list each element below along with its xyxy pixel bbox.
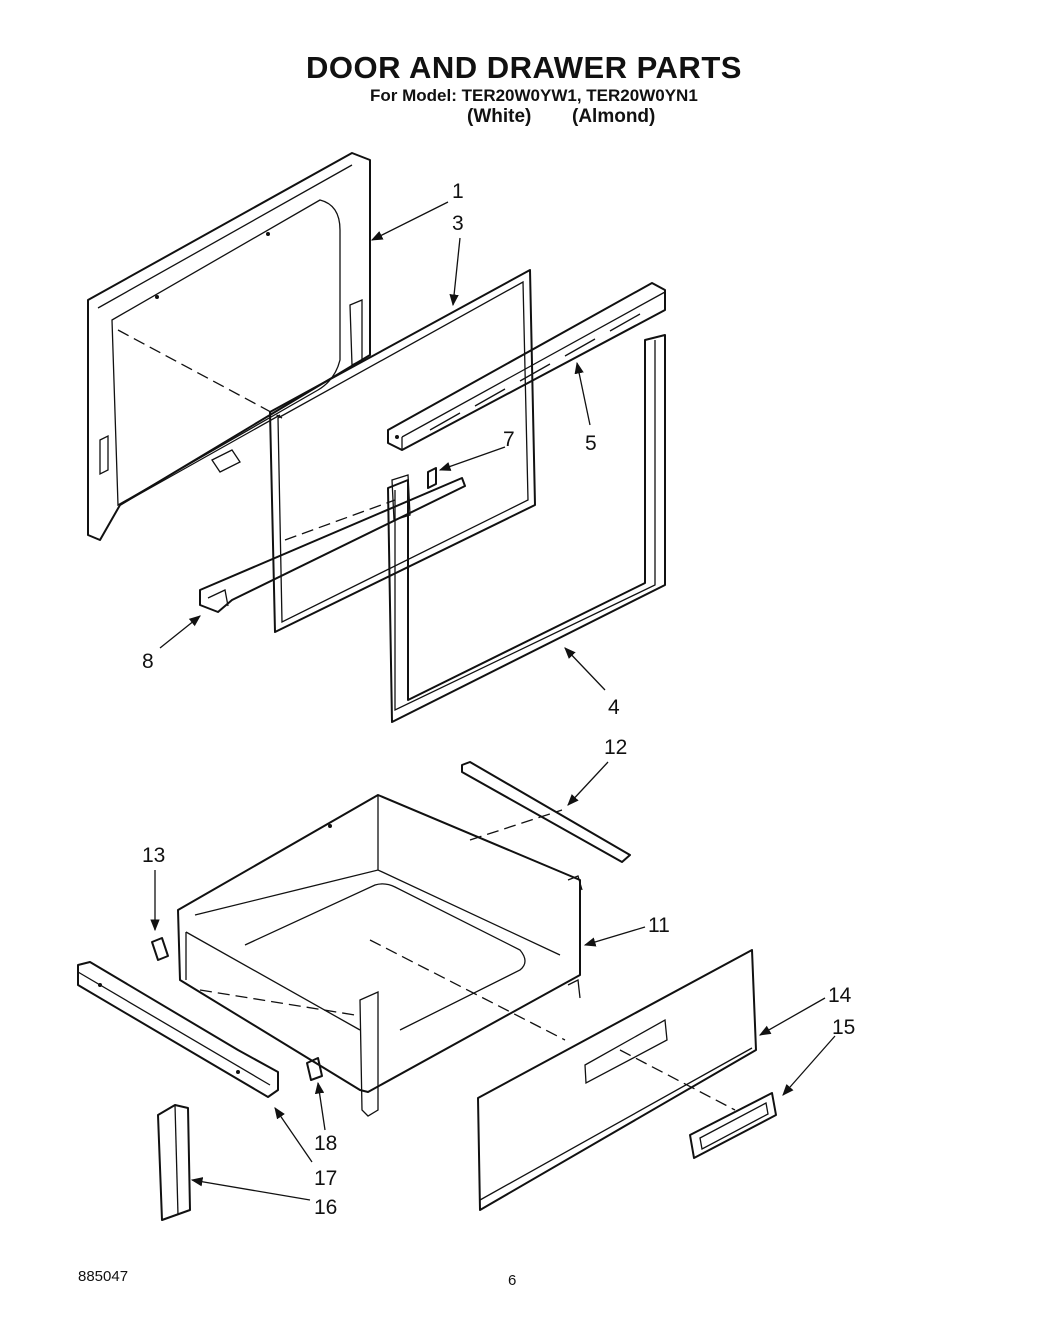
part-5-vent-trim bbox=[387, 282, 666, 451]
document-code: 885047 bbox=[78, 1268, 129, 1285]
variant-almond: (Almond) bbox=[572, 106, 656, 127]
part-15-drawer-handle bbox=[689, 1092, 777, 1159]
callout-13: 13 bbox=[142, 844, 165, 867]
callout-18: 18 bbox=[314, 1132, 337, 1155]
callout-12: 12 bbox=[604, 736, 627, 759]
callout-17: 17 bbox=[314, 1167, 337, 1190]
callout-5: 5 bbox=[585, 432, 597, 455]
part-1-outer-door bbox=[87, 152, 371, 541]
part-4-inner-door-frame bbox=[387, 334, 666, 723]
callout-14: 14 bbox=[828, 984, 852, 1007]
callout-3: 3 bbox=[452, 212, 464, 235]
part-7-clip bbox=[427, 467, 437, 489]
part-12-rear-rail bbox=[461, 761, 631, 863]
variant-white: (White) bbox=[467, 106, 532, 127]
page-title: DOOR AND DRAWER PARTS bbox=[306, 50, 742, 85]
callout-1: 1 bbox=[452, 180, 464, 203]
callout-8: 8 bbox=[142, 650, 154, 673]
part-13-clip bbox=[151, 937, 169, 961]
callout-15: 15 bbox=[832, 1016, 855, 1039]
model-line: For Model: TER20W0YW1, TER20W0YN1 bbox=[370, 86, 698, 105]
part-11-drawer-body bbox=[177, 794, 583, 1117]
part-17-drawer-slide bbox=[77, 961, 279, 1098]
part-16-side-trim bbox=[157, 1104, 191, 1221]
part-8-handle-bracket bbox=[199, 474, 466, 613]
callout-7: 7 bbox=[503, 428, 515, 451]
leader-lines bbox=[150, 201, 836, 1201]
part-18-clip bbox=[306, 1057, 323, 1081]
callout-16: 16 bbox=[314, 1196, 337, 1219]
page-number: 6 bbox=[508, 1272, 517, 1289]
callout-11: 11 bbox=[648, 914, 670, 937]
callout-labels: 1 3 5 7 8 4 12 13 11 14 15 18 17 16 bbox=[142, 180, 855, 1219]
callout-4: 4 bbox=[608, 696, 620, 719]
part-14-drawer-front bbox=[477, 949, 757, 1211]
